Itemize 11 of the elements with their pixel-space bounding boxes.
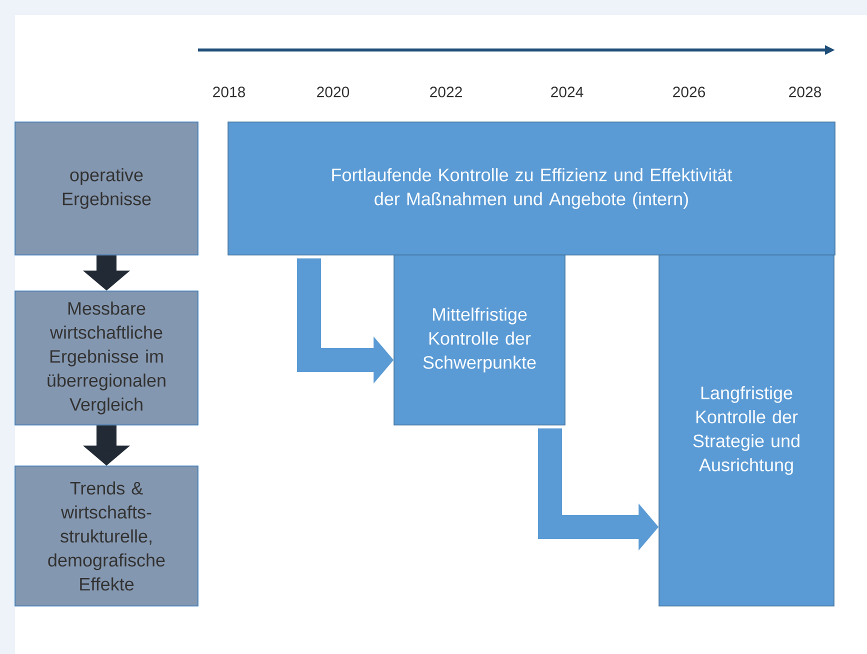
year-label: 2026 <box>673 86 706 98</box>
process-box: Langfristige Kontrolle der Strategie und Ausrichtung <box>658 254 834 606</box>
year-label: 2028 <box>789 86 822 98</box>
process-box: Mittelfristige Kontrolle der Schwerpunkte <box>394 254 566 426</box>
process-box: Trends & wirtschafts- strukturelle, demografische Effekte <box>14 466 198 606</box>
process-box: operative Ergebnisse <box>14 122 198 256</box>
year-label: 2022 <box>430 86 462 98</box>
year-label: 2018 <box>213 86 246 98</box>
year-label: 2020 <box>317 86 350 98</box>
year-label: 2024 <box>551 86 584 98</box>
process-box: Messbare wirtschaftliche Ergebnisse im überregionalen Vergleich <box>14 290 198 426</box>
